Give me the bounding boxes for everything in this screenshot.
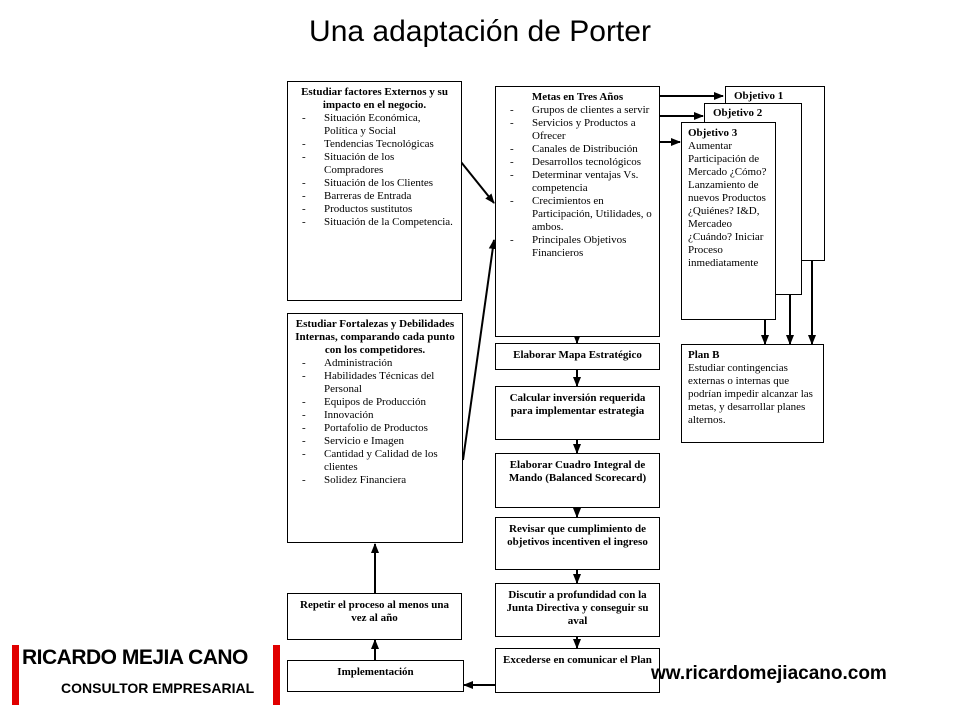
- board-discussion-label: Discutir a profundidad con la Junta Dire…: [506, 589, 649, 627]
- website-link[interactable]: ww.ricardomejiacano.com: [651, 663, 887, 684]
- goal-item: Grupos de clientes a servir: [502, 104, 653, 117]
- external-factor-item: Situación de los Compradores: [294, 151, 455, 177]
- brand-name: RICARDO MEJIA CANO: [22, 646, 248, 669]
- plan-b-box: Plan B Estudiar contingencias externas o…: [681, 344, 824, 443]
- internal-strength-item: Habilidades Técnicas del Personal: [294, 370, 456, 396]
- external-factor-item: Tendencias Tecnológicas: [294, 138, 455, 151]
- external-factors-box: Estudiar factores Externos y su impacto …: [287, 81, 462, 301]
- external-factors-heading: Estudiar factores Externos y su impacto …: [301, 86, 448, 111]
- objective-3-box: Objetivo 3 Aumentar Participación de Mer…: [681, 122, 776, 320]
- goal-item: Crecimientos en Participación, Utilidade…: [502, 195, 653, 234]
- review-objectives-box: Revisar que cumplimiento de objetivos in…: [495, 517, 660, 570]
- goal-item: Servicios y Productos a Ofrecer: [502, 117, 653, 143]
- arrow-externos-to-metas: [460, 161, 495, 204]
- review-objectives-label: Revisar que cumplimiento de objetivos in…: [507, 523, 648, 548]
- repeat-process-box: Repetir el proceso al menos una vez al a…: [287, 593, 462, 640]
- objective-3-heading: Objetivo 3: [688, 127, 738, 139]
- plan-b-heading: Plan B: [688, 349, 720, 361]
- plan-b-body: Estudiar contingencias externas o intern…: [688, 362, 813, 426]
- internal-strength-item: Servicio e Imagen: [294, 435, 456, 448]
- goals-three-years-box: Metas en Tres Años Grupos de clientes a …: [495, 86, 660, 337]
- goal-item: Desarrollos tecnológicos: [502, 156, 653, 169]
- internal-strengths-heading: Estudiar Fortalezas y Debilidades Intern…: [295, 318, 455, 356]
- brand-red-bar-right: [273, 645, 280, 705]
- balanced-scorecard-label: Elaborar Cuadro Integral de Mando (Balan…: [508, 459, 647, 484]
- external-factor-item: Situación Económica, Política y Social: [294, 112, 455, 138]
- goal-item: Determinar ventajas Vs. competencia: [502, 169, 653, 195]
- goal-item: Principales Objetivos Financieros: [502, 234, 653, 260]
- board-discussion-box: Discutir a profundidad con la Junta Dire…: [495, 583, 660, 637]
- arrow-internos-to-metas: [462, 239, 497, 461]
- internal-strengths-box: Estudiar Fortalezas y Debilidades Intern…: [287, 313, 463, 543]
- communicate-plan-label: Excederse en comunicar el Plan: [503, 654, 652, 666]
- internal-strength-item: Equipos de Producción: [294, 396, 456, 409]
- slide-title: Una adaptación de Porter: [309, 15, 651, 48]
- internal-strength-item: Portafolio de Productos: [294, 422, 456, 435]
- internal-strength-item: Innovación: [294, 409, 456, 422]
- implementation-label: Implementación: [337, 666, 414, 678]
- objective-2-heading: Objetivo 2: [713, 107, 763, 119]
- brand-red-bar-left: [12, 645, 19, 705]
- investment-box: Calcular inversión requerida para implem…: [495, 386, 660, 440]
- internal-strength-item: Cantidad y Calidad de los clientes: [294, 448, 456, 474]
- repeat-process-label: Repetir el proceso al menos una vez al a…: [300, 599, 449, 624]
- external-factor-item: Situación de los Clientes: [294, 177, 455, 190]
- external-factor-item: Productos sustitutos: [294, 203, 455, 216]
- internal-strength-item: Solidez Financiera: [294, 474, 456, 487]
- investment-label: Calcular inversión requerida para implem…: [509, 392, 646, 417]
- goals-heading: Metas en Tres Años: [531, 91, 624, 103]
- goal-item: Canales de Distribución: [502, 143, 653, 156]
- external-factor-item: Situación de la Competencia.: [294, 216, 455, 229]
- implementation-box: Implementación: [287, 660, 464, 692]
- strategic-map-box: Elaborar Mapa Estratégico: [495, 343, 660, 370]
- communicate-plan-box: Excederse en comunicar el Plan: [495, 648, 660, 693]
- balanced-scorecard-box: Elaborar Cuadro Integral de Mando (Balan…: [495, 453, 660, 508]
- internal-strength-item: Administración: [294, 357, 456, 370]
- objective-1-heading: Objetivo 1: [734, 90, 784, 102]
- external-factor-item: Barreras de Entrada: [294, 190, 455, 203]
- brand-subtitle: CONSULTOR EMPRESARIAL: [61, 680, 255, 696]
- objective-3-body: Aumentar Participación de Mercado ¿Cómo?…: [688, 140, 767, 269]
- strategic-map-label: Elaborar Mapa Estratégico: [513, 349, 642, 361]
